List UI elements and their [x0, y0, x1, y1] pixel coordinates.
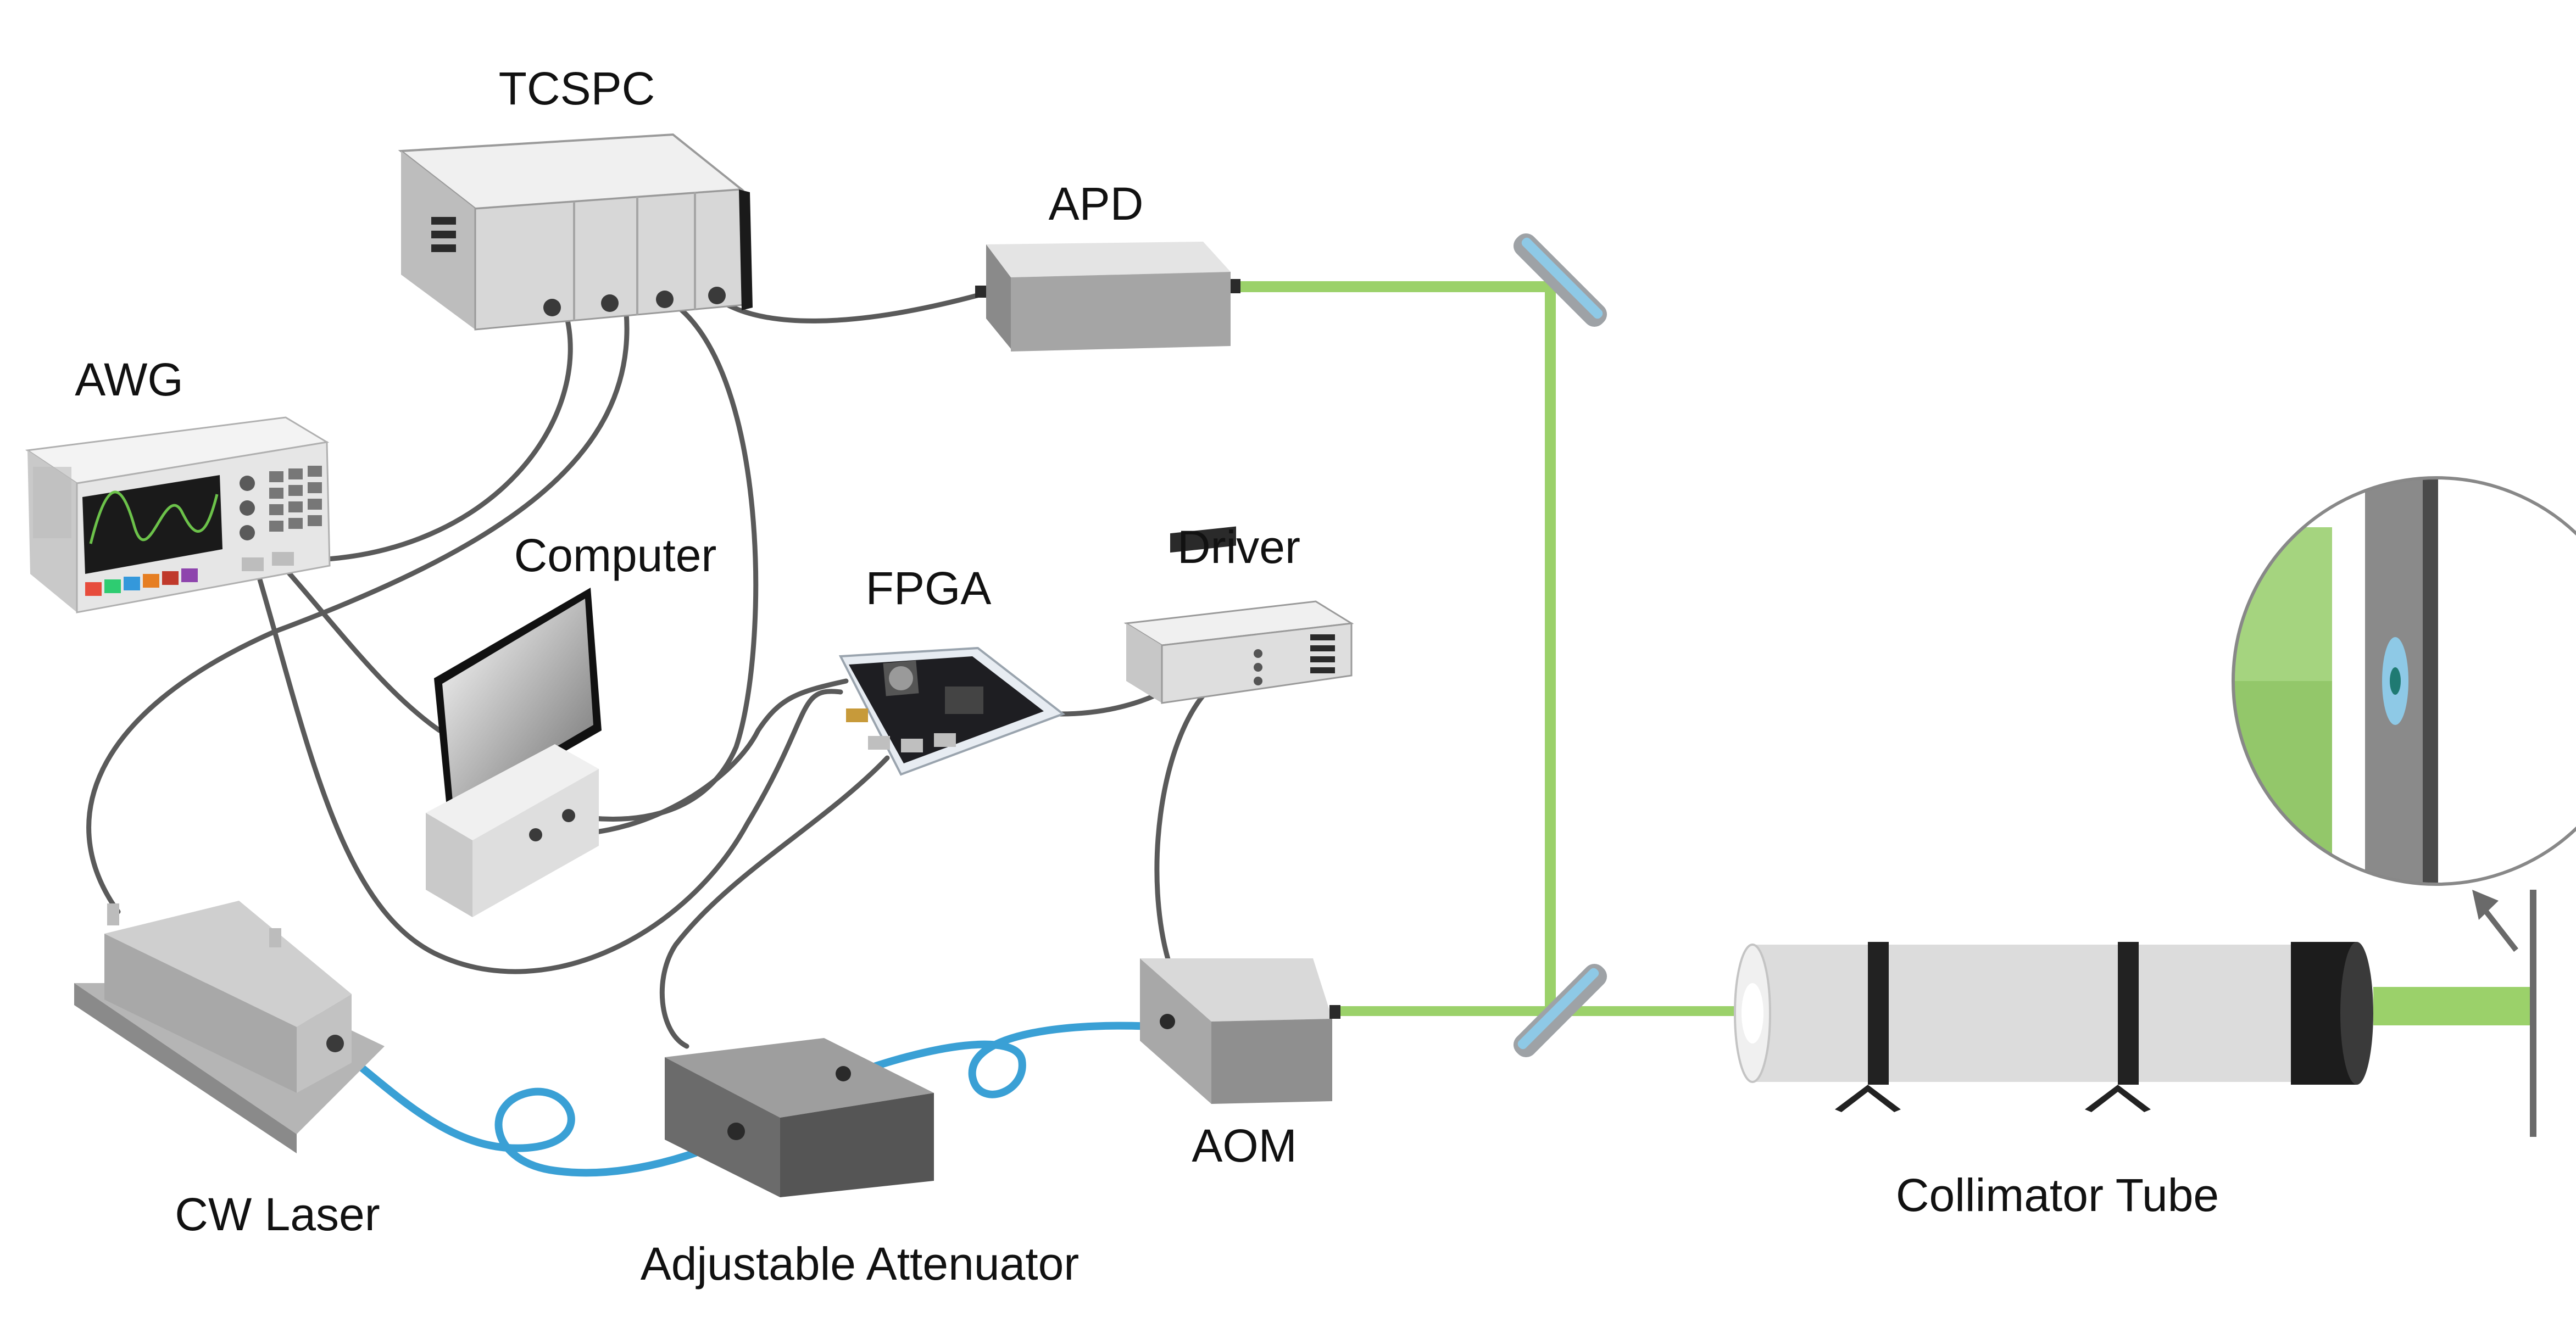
apd-label: APD	[1049, 178, 1144, 230]
driver-label: Driver	[1177, 521, 1300, 573]
optical-fibers	[331, 1022, 1169, 1177]
adjustable-attenuator-label: Adjustable Attenuator	[641, 1238, 1080, 1290]
driver-device: Driver	[1123, 521, 1354, 704]
cw-laser-label: CW Laser	[175, 1188, 380, 1240]
mirror-lower	[1513, 963, 1607, 1058]
signal-cables	[86, 291, 1211, 1049]
zoom-inset	[2232, 476, 2576, 886]
aom-device: AOM	[1140, 958, 1340, 1171]
aom-label: AOM	[1192, 1120, 1297, 1171]
computer-device: Computer	[426, 529, 716, 917]
computer-label: Computer	[514, 529, 717, 581]
arrow-icon	[2472, 890, 2499, 920]
tcspc-device: TCSPC	[398, 63, 753, 331]
vent-icon	[431, 217, 456, 252]
vent-icon	[1310, 634, 1335, 673]
fpga-label: FPGA	[866, 562, 992, 614]
laser-beam-path	[1231, 281, 2533, 1025]
fpga-board: FPGA	[838, 562, 1066, 776]
awg-label: AWG	[75, 354, 183, 405]
waveform-icon	[89, 490, 219, 544]
awg-device: AWG	[25, 354, 331, 613]
collimator-tube-label: Collimator Tube	[1896, 1169, 2219, 1221]
mirror-upper	[1513, 233, 1607, 327]
collimator-tube: Collimator Tube	[1734, 942, 2373, 1221]
tcspc-label: TCSPC	[499, 63, 655, 114]
adjustable-attenuator-device: Adjustable Attenuator	[641, 1038, 1080, 1290]
apd-device: APD	[975, 178, 1240, 351]
cw-laser-device: CW Laser	[74, 901, 385, 1240]
target-plate	[2472, 890, 2536, 1137]
